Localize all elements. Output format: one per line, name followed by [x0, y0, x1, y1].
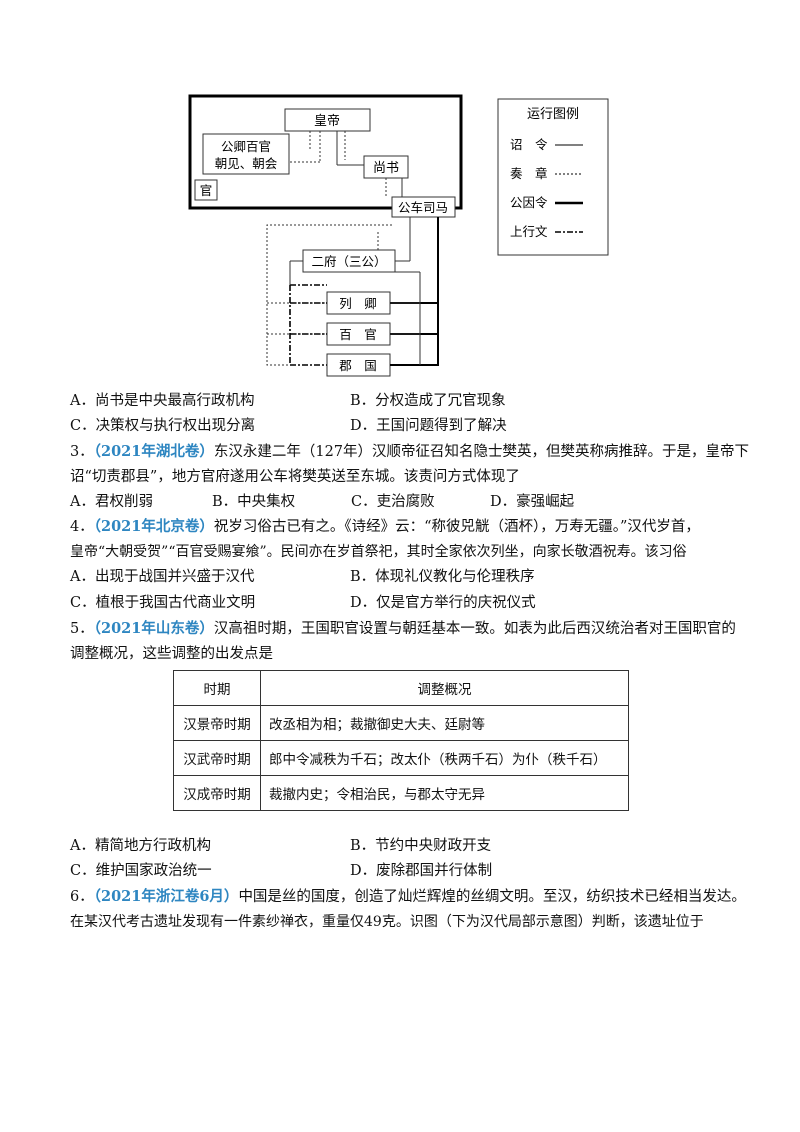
q5-option-b: B．节约中央财政开支	[350, 838, 492, 854]
q3-option-d: D．豪强崛起	[490, 494, 575, 510]
q4-option-a: A．出现于战国并兴盛于汉代	[70, 569, 255, 585]
lieqing-label: 列 卿	[339, 296, 377, 311]
table-row: 汉成帝时期 裁撤内史；令相治民，与郡太守无异	[173, 775, 629, 811]
q4-option-d: D．仅是官方举行的庆祝仪式	[350, 595, 536, 611]
junguo-label: 郡 国	[339, 358, 377, 373]
bureaucracy-flow-diagram: 皇帝 公卿百官 朝见、朝会 官 尚书 公车司马 二府（三公） 列 卿 百 官 郡…	[0, 0, 800, 385]
q3-text-1: 东汉永建二年（127年）汉顺帝征召知名隐士樊英，但樊英称病推辞。于是，皇帝下	[213, 444, 750, 460]
q5-source: （2021年山东卷）	[93, 620, 214, 637]
q4-number: 4．	[70, 519, 94, 535]
q4-option-b: B．体现礼仪教化与伦理秩序	[350, 569, 535, 585]
table-row: 汉景帝时期 改丞相为相；裁撤御史大夫、廷尉等	[173, 705, 629, 741]
legend-title: 运行图例	[527, 107, 579, 122]
q6-number: 6．	[70, 889, 94, 905]
table-cell-period: 汉武帝时期	[173, 740, 261, 776]
q5-line-2: 调整概况，这些调整的出发点是	[70, 646, 273, 662]
ministers-label-2: 朝见、朝会	[215, 156, 278, 171]
q2-option-c: C．决策权与执行权出现分离	[70, 418, 256, 434]
q6-source: （2021年浙江卷6月）	[93, 888, 239, 905]
legend-item-upward: 上行文	[510, 224, 548, 239]
guan-label: 官	[200, 183, 213, 198]
q3-option-c: C．吏治腐败	[351, 494, 435, 510]
q6-text-1: 中国是丝的国度，创造了灿烂辉煌的丝绸文明。至汉，纺织技术已经相当发达。	[238, 889, 746, 905]
q5-line-1: 5．（2021年山东卷）汉高祖时期，王国职官设置与朝廷基本一致。如表为此后西汉统…	[70, 619, 736, 639]
legend-box	[497, 98, 609, 256]
q4-option-c: C．植根于我国古代商业文明	[70, 595, 256, 611]
legend-item-gongyin: 公因令	[510, 195, 548, 210]
guan-box	[194, 179, 218, 201]
erfu-label: 二府（三公）	[311, 254, 386, 269]
table-header-row: 时期 调整概况	[173, 670, 629, 706]
q4-text-1: 祝岁习俗古已有之。《诗经》云：“称彼兕觥（酒杯），万寿无疆。”汉代岁首，	[213, 519, 700, 535]
legend-item-memorial: 奏 章	[510, 166, 548, 181]
shangshu-label: 尚书	[373, 161, 399, 176]
q5-option-c: C．维护国家政治统一	[70, 863, 212, 879]
q5-option-d: D．废除郡国并行体制	[350, 863, 493, 879]
emperor-label: 皇帝	[314, 113, 340, 129]
table-cell-period: 汉景帝时期	[173, 705, 261, 741]
emperor-box	[284, 108, 371, 132]
q4-line-2: 皇帝“大朝受贺”“百官受赐宴飨”。民间亦在岁首祭祀，其时全家依次列坐，向家长敬酒…	[70, 544, 687, 560]
diagram-svg: 皇帝 公卿百官 朝见、朝会 官 尚书 公车司马 二府（三公） 列 卿 百 官 郡…	[188, 94, 609, 377]
adjustment-table: 时期 调整概况 汉景帝时期 改丞相为相；裁撤御史大夫、廷尉等 汉武帝时期 郎中令…	[173, 670, 629, 811]
table-header-period: 时期	[173, 670, 261, 706]
q4-line-1: 4．（2021年北京卷）祝岁习俗古已有之。《诗经》云：“称彼兕觥（酒杯），万寿无…	[70, 517, 700, 537]
q3-source: （2021年湖北卷）	[93, 443, 214, 460]
q6-line-1: 6．（2021年浙江卷6月）中国是丝的国度，创造了灿烂辉煌的丝绸文明。至汉，纺织…	[70, 887, 746, 907]
table-cell-summary: 改丞相为相；裁撤御史大夫、廷尉等	[260, 705, 629, 741]
q3-option-a: A．君权削弱	[70, 494, 153, 510]
q3-option-b: B．中央集权	[212, 494, 296, 510]
palace-frame	[188, 94, 463, 210]
q2-option-a: A．尚书是中央最高行政机构	[70, 393, 255, 409]
ministers-label-1: 公卿百官	[221, 139, 271, 154]
baiguan-label: 百 官	[339, 327, 377, 342]
table-cell-period: 汉成帝时期	[173, 775, 261, 811]
q5-text-1: 汉高祖时期，王国职官设置与朝廷基本一致。如表为此后西汉统治者对王国职官的	[213, 621, 736, 637]
q4-source: （2021年北京卷）	[93, 518, 214, 535]
ministers-box	[202, 133, 290, 175]
table-row: 汉武帝时期 郎中令减秩为千石；改太仆（秩两千石）为仆（秩千石）	[173, 740, 629, 776]
q2-option-b: B．分权造成了冗官现象	[350, 393, 506, 409]
q2-option-d: D．王国问题得到了解决	[350, 418, 507, 434]
table-header-summary: 调整概况	[260, 670, 629, 706]
q3-line-1: 3．（2021年湖北卷）东汉永建二年（127年）汉顺帝征召知名隐士樊英，但樊英称…	[70, 442, 749, 462]
gongche-box	[391, 196, 456, 218]
q5-number: 5．	[70, 621, 94, 637]
q3-number: 3．	[70, 444, 94, 460]
q3-line-2: 诏“切责郡县”，地方官府遂用公车将樊英送至东城。该责问方式体现了	[70, 469, 520, 485]
gongche-label: 公车司马	[398, 200, 448, 215]
table-cell-summary: 裁撤内史；令相治民，与郡太守无异	[260, 775, 629, 811]
legend-item-edict: 诏 令	[510, 137, 548, 152]
q5-option-a: A．精简地方行政机构	[70, 838, 211, 854]
table-cell-summary: 郎中令减秩为千石；改太仆（秩两千石）为仆（秩千石）	[260, 740, 629, 776]
q6-line-2: 在某汉代考古遗址发现有一件素纱禅衣，重量仅49克。识图（下为汉代局部示意图）判断…	[70, 914, 704, 930]
